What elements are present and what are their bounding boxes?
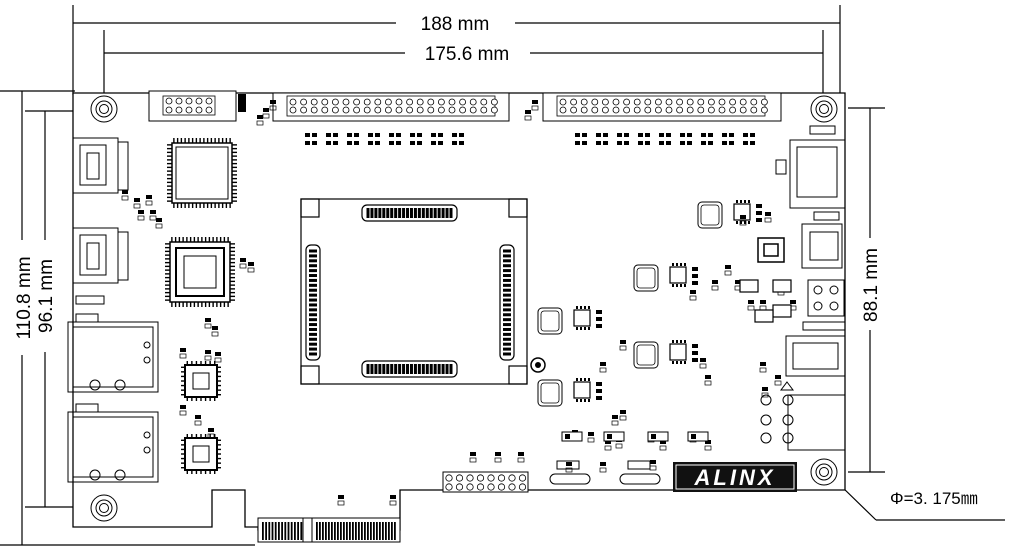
fuse-components xyxy=(549,460,661,485)
qfp-chip-bottom xyxy=(165,237,235,307)
pcie-edge-connector xyxy=(257,517,401,543)
resistor-row-left xyxy=(305,133,464,145)
dc-power-jack xyxy=(760,335,846,451)
usb-connector-bottom xyxy=(72,227,129,305)
sd-card-slot xyxy=(775,125,846,209)
power-terminal xyxy=(802,279,846,331)
mounting-hole-top-left xyxy=(90,95,118,123)
phy-chip-top xyxy=(181,361,221,401)
dim-board-width: 175.6 mm xyxy=(425,44,509,65)
core-module-outline xyxy=(300,198,528,385)
dim-hole-diameter: Φ=3. 175㎜ xyxy=(890,489,978,508)
power-regulators xyxy=(537,200,762,407)
bottom-pin-header xyxy=(442,471,529,493)
micro-usb-connector xyxy=(801,211,843,269)
dimension-lines xyxy=(0,5,1005,546)
resistor-row-right xyxy=(575,133,755,145)
ethernet-port-top xyxy=(67,313,159,393)
expansion-header-left xyxy=(272,92,510,122)
phy-chip-bottom xyxy=(181,434,221,474)
mounting-hole-bottom-right xyxy=(810,458,838,486)
usb-connector-top xyxy=(72,137,129,194)
logo-text: ALINX xyxy=(694,465,776,490)
dim-board-height: 96.1 mm xyxy=(36,259,57,333)
mounting-screw-center xyxy=(530,357,546,373)
mounting-holes xyxy=(90,95,838,522)
mounting-hole-bottom-left xyxy=(90,494,118,522)
alinx-logo: ALINX xyxy=(673,462,797,492)
dim-hole-spacing: 88.1 mm xyxy=(861,248,882,322)
jtag-header xyxy=(148,90,246,122)
mounting-hole-top-right xyxy=(810,95,838,123)
passive-components xyxy=(121,100,797,506)
dim-overall-height: 110.8 mm xyxy=(14,256,35,339)
ic-square-right xyxy=(757,237,785,263)
board-to-board-connectors xyxy=(305,204,515,378)
dim-overall-width: 188 mm xyxy=(421,14,490,35)
dimension-labels: 188 mm 175.6 mm 110.8 mm 96.1 mm 88.1 mm… xyxy=(14,14,978,508)
expansion-header-right xyxy=(542,92,782,122)
ethernet-port-bottom xyxy=(67,403,159,483)
qfp-chip-top xyxy=(167,138,237,208)
